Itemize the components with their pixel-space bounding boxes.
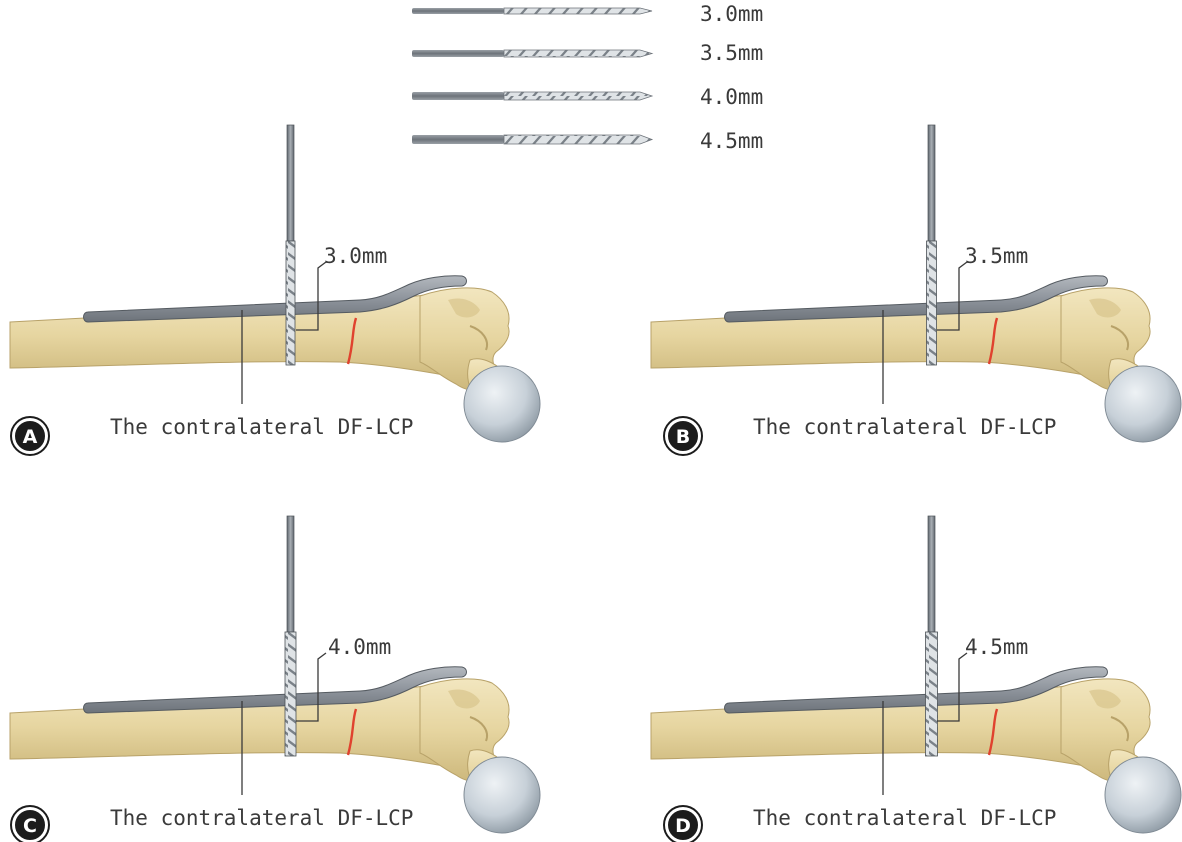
trochanter-contour bbox=[469, 716, 488, 742]
femur-illustration bbox=[9, 515, 541, 834]
drill-shank bbox=[927, 515, 936, 633]
panel-letter: A bbox=[23, 426, 38, 448]
drill-shank bbox=[412, 135, 504, 144]
trochanter-highlight bbox=[1089, 298, 1121, 318]
drill-size-leader-line bbox=[937, 261, 968, 331]
drill-flutes bbox=[503, 7, 653, 15]
panel-letter-badge: C bbox=[10, 805, 50, 842]
panel-letter: B bbox=[676, 426, 690, 448]
trochanter-highlight bbox=[448, 689, 480, 709]
femoral-head bbox=[1104, 365, 1182, 443]
panel-letter: C bbox=[23, 815, 37, 837]
plate-label: The contralateral DF-LCP bbox=[110, 415, 413, 439]
plate-label: The contralateral DF-LCP bbox=[753, 415, 1056, 439]
plate-label: The contralateral DF-LCP bbox=[110, 806, 413, 830]
legend-label: 3.0mm bbox=[700, 2, 763, 26]
legend-drill-4.5: 4.5mm bbox=[412, 129, 763, 153]
panel-letter-badge: A bbox=[10, 416, 50, 456]
drill-size-label: 4.0mm bbox=[328, 635, 391, 659]
drill-shank bbox=[286, 124, 295, 242]
femur-illustration bbox=[650, 515, 1182, 834]
drill-shank bbox=[286, 515, 295, 633]
fracture-line bbox=[987, 317, 999, 365]
femoral-head bbox=[1104, 756, 1182, 834]
drill-size-leader-line bbox=[296, 261, 327, 331]
panel-a: 3.0mm The contralateral DF-LCP A bbox=[9, 124, 541, 456]
femoral-head bbox=[463, 365, 541, 443]
drill-size-leader-line bbox=[296, 652, 327, 722]
drill-flutes bbox=[925, 631, 938, 757]
legend-label: 4.5mm bbox=[700, 129, 763, 153]
fracture-line bbox=[346, 317, 358, 365]
panel-c: 4.0mm The contralateral DF-LCP C bbox=[9, 515, 541, 842]
drill-shank bbox=[412, 92, 504, 100]
drill-flutes bbox=[503, 91, 654, 101]
femur-illustration bbox=[650, 124, 1182, 443]
trochanter-highlight bbox=[1089, 689, 1121, 709]
drill-legend: 3.0mm 3.5mm 4.0mm 4.5mm bbox=[412, 2, 763, 153]
drill-flutes bbox=[285, 240, 296, 366]
drill-flutes bbox=[503, 49, 654, 58]
femur-illustration bbox=[9, 124, 541, 443]
drill-size-label: 3.0mm bbox=[324, 244, 387, 268]
locking-plate bbox=[724, 275, 1108, 323]
legend-label: 4.0mm bbox=[700, 85, 763, 109]
legend-label: 3.5mm bbox=[700, 41, 763, 65]
drill-size-leader-line bbox=[937, 652, 968, 722]
drill-flutes bbox=[284, 631, 297, 757]
drill-shank bbox=[412, 50, 504, 57]
femoral-head bbox=[463, 756, 541, 834]
drill-size-label: 3.5mm bbox=[965, 244, 1028, 268]
panel-letter-badge: B bbox=[663, 416, 703, 456]
drill-shank bbox=[412, 8, 504, 14]
drill-shank bbox=[927, 124, 936, 242]
trochanter-contour bbox=[1110, 325, 1129, 351]
locking-plate bbox=[724, 666, 1108, 714]
panel-d: 4.5mm The contralateral DF-LCP D bbox=[650, 515, 1182, 842]
panel-b: 3.5mm The contralateral DF-LCP B bbox=[650, 124, 1182, 456]
drill-flutes bbox=[926, 240, 937, 366]
legend-drill-4.0: 4.0mm bbox=[412, 85, 763, 109]
panel-letter-badge: D bbox=[663, 805, 703, 842]
legend-drill-3.5: 3.5mm bbox=[412, 41, 763, 65]
trochanter-highlight bbox=[448, 298, 480, 318]
drill-flutes bbox=[503, 134, 654, 145]
trochanter-contour bbox=[469, 325, 488, 351]
locking-plate bbox=[83, 666, 467, 714]
plate-label: The contralateral DF-LCP bbox=[753, 806, 1056, 830]
fracture-line bbox=[987, 708, 999, 756]
trochanter-contour bbox=[1110, 716, 1129, 742]
legend-drill-3.0: 3.0mm bbox=[412, 2, 763, 26]
panel-letter: D bbox=[675, 815, 691, 837]
locking-plate bbox=[83, 275, 467, 323]
drill-size-label: 4.5mm bbox=[965, 635, 1028, 659]
fracture-line bbox=[346, 708, 358, 756]
